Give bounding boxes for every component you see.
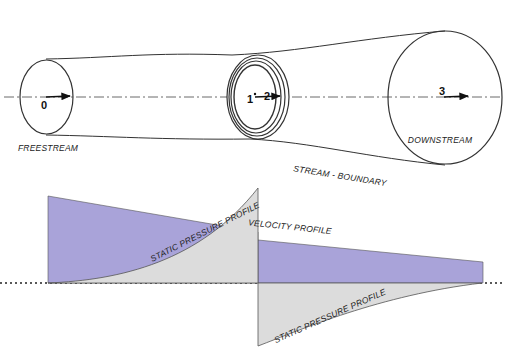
actuator-disk: 12 — [226, 54, 290, 140]
stream-boundary-line — [46, 135, 445, 165]
pressure-profile — [48, 188, 258, 283]
station-number: 0 — [41, 100, 47, 111]
section-outline — [19, 59, 74, 135]
pressure-profile — [258, 283, 482, 346]
section-outline — [387, 30, 503, 165]
stream-section: 3DOWNSTREAM — [387, 30, 503, 165]
station-label: DOWNSTREAM — [408, 136, 472, 145]
flow-arrow — [444, 96, 468, 97]
flow-arrow — [46, 96, 70, 97]
station-number: 2 — [264, 91, 270, 102]
stream-boundary-line — [46, 31, 445, 59]
profile-label: VELOCITY PROFILE — [248, 218, 332, 235]
velocity-profile — [258, 240, 483, 283]
station-number: 1 — [247, 94, 253, 105]
station-label: FREESTREAM — [18, 144, 78, 153]
profile-label: STREAM - BOUNDARY — [293, 164, 387, 187]
section-outline — [226, 54, 290, 140]
station-number: 3 — [439, 86, 445, 97]
stream-section: 0FREESTREAM — [19, 59, 74, 135]
